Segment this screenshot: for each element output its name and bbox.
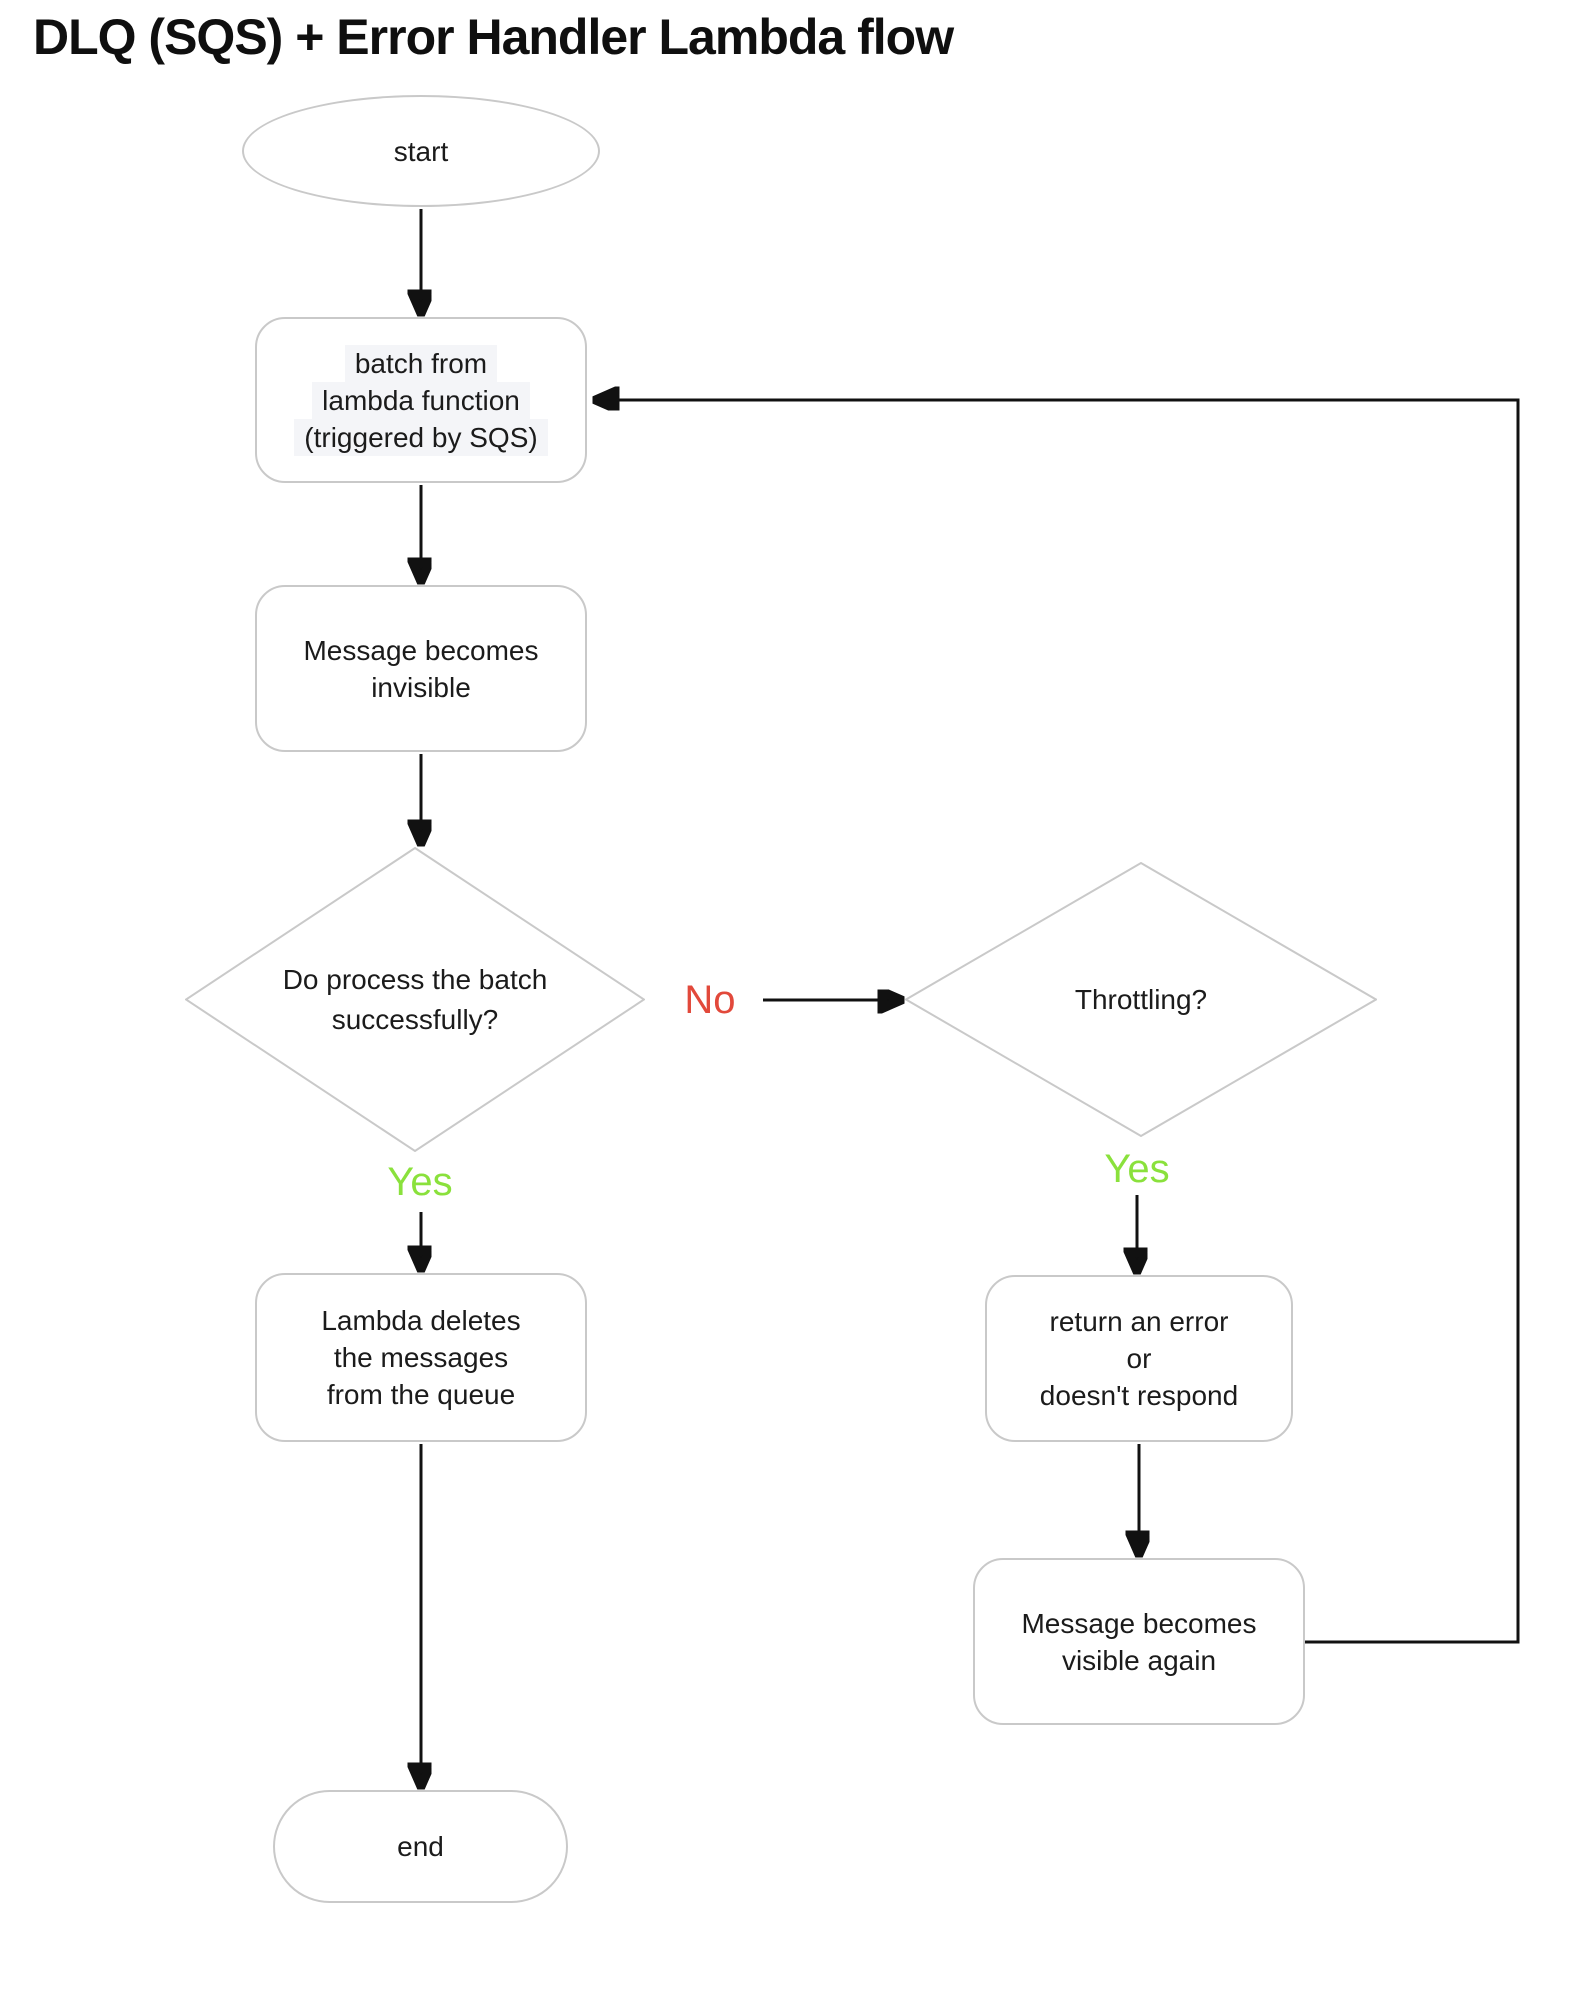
node-lambda-deletes: Lambda deletes the messages from the que…: [255, 1273, 587, 1442]
node-label-line: invisible: [371, 671, 471, 703]
node-label-line: Do process the batch: [282, 963, 548, 995]
diamond-shape: [905, 862, 1377, 1137]
node-label-line: Lambda deletes: [321, 1305, 521, 1336]
node-label-line: (triggered by SQS): [294, 418, 548, 456]
node-end: end: [273, 1790, 568, 1903]
node-label-line: return an error: [1049, 1306, 1229, 1337]
node-label-line: Throttling?: [1074, 983, 1208, 1015]
page-title: DLQ (SQS) + Error Handler Lambda flow: [33, 9, 954, 65]
node-label-line: Message becomes: [1021, 1607, 1257, 1639]
node-label-line: batch from: [344, 344, 498, 382]
node-label-line: visible again: [1061, 1644, 1217, 1676]
node-message-invisible: Message becomes invisible: [255, 585, 587, 752]
diamond-shape: [185, 847, 645, 1152]
node-label-line: the messages: [333, 1342, 509, 1373]
label-no: No: [684, 978, 736, 1022]
node-label-line: successfully?: [331, 1003, 499, 1035]
node-label-line: lambda function: [312, 381, 530, 419]
label-yes-throttling: Yes: [1104, 1147, 1170, 1191]
node-label-line: doesn't respond: [1039, 1380, 1239, 1411]
node-label-line: or: [1126, 1343, 1152, 1374]
decision-label: Throttling?: [905, 862, 1377, 1137]
node-label-line: from the queue: [326, 1379, 516, 1410]
label-yes-process: Yes: [387, 1160, 453, 1204]
node-label-line: Message becomes: [303, 634, 539, 666]
node-return-error: return an error or doesn't respond: [985, 1275, 1293, 1442]
decision-process-batch: Do process the batch successfully?: [185, 847, 645, 1152]
decision-throttling: Throttling?: [905, 862, 1377, 1137]
decision-label: Do process the batch successfully?: [185, 847, 645, 1152]
node-start: start: [242, 95, 600, 207]
node-message-visible-again: Message becomes visible again: [973, 1558, 1305, 1725]
node-label-line: start: [393, 135, 449, 167]
node-batch-from-lambda: batch from lambda function (triggered by…: [255, 317, 587, 483]
node-label-line: end: [397, 1831, 444, 1862]
